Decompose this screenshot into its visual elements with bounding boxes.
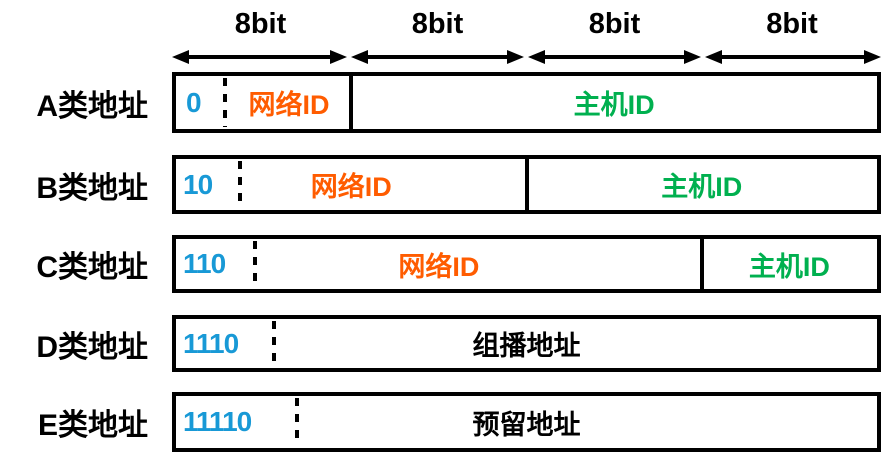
leading-bits-class-a: 0 xyxy=(186,86,202,118)
bit-header-octet-2: 8bit xyxy=(411,8,464,40)
network-id-field: 网络ID xyxy=(310,172,392,202)
row-label-class-c: C类地址 xyxy=(36,251,148,284)
network-id-field: 网络ID xyxy=(248,90,330,120)
octet-span-arrow-2 xyxy=(351,50,524,64)
bit-header-octet-3: 8bit xyxy=(588,8,641,40)
multicast-address-field: 组播地址 xyxy=(472,331,581,361)
address-box-class-e: 11110 预留地址 xyxy=(172,392,881,452)
bit-boundary-dash xyxy=(223,78,227,127)
bit-boundary-dash xyxy=(253,241,257,287)
leading-bits-class-e: 11110 xyxy=(183,406,252,437)
host-id-field: 主机ID xyxy=(661,172,743,202)
row-label-class-a: A类地址 xyxy=(36,89,148,123)
segment-divider xyxy=(524,159,529,210)
network-id-field: 网络ID xyxy=(398,251,480,282)
host-id-field: 主机ID xyxy=(748,251,830,282)
segment-divider xyxy=(699,239,704,289)
row-label-class-d: D类地址 xyxy=(36,330,148,364)
row-label-class-e: E类地址 xyxy=(37,409,148,442)
bit-boundary-dash xyxy=(272,321,276,366)
segment-divider xyxy=(349,76,354,129)
reserved-address-field: 预留地址 xyxy=(472,409,581,440)
address-box-class-d: 1110 组播地址 xyxy=(172,315,881,372)
address-box-class-c: 110 网络ID 主机ID xyxy=(172,235,881,293)
leading-bits-class-c: 110 xyxy=(183,248,226,279)
bit-boundary-dash xyxy=(295,398,299,446)
bit-boundary-dash xyxy=(238,161,242,208)
row-label-class-b: B类地址 xyxy=(36,171,148,205)
octet-span-arrow-4 xyxy=(705,50,881,64)
address-box-class-b: 10 网络ID 主机ID xyxy=(172,155,881,214)
address-box-class-a: 0 网络ID 主机ID xyxy=(172,72,881,133)
bit-header-octet-1: 8bit xyxy=(234,8,287,40)
leading-bits-class-b: 10 xyxy=(183,168,213,200)
leading-bits-class-d: 1110 xyxy=(183,327,239,359)
host-id-field: 主机ID xyxy=(573,90,655,120)
bit-header-octet-4: 8bit xyxy=(766,8,818,40)
octet-span-arrow-1 xyxy=(172,50,347,64)
octet-span-arrow-3 xyxy=(528,50,701,64)
